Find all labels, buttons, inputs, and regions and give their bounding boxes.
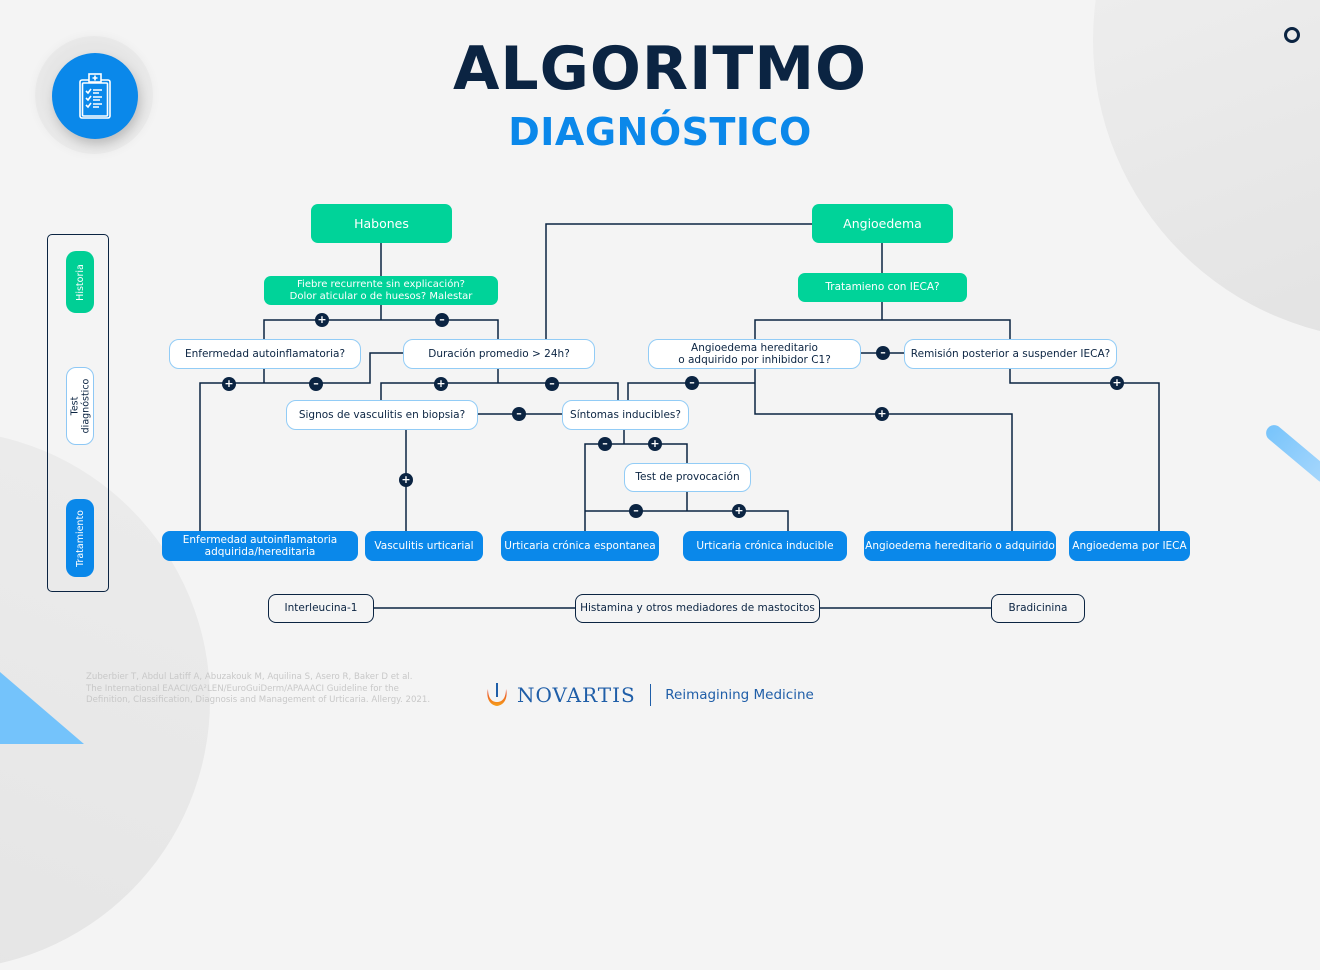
connector — [585, 491, 789, 532]
node-remision-question: Remisión posterior a suspender IECA? — [904, 339, 1117, 369]
brand-tagline: Reimagining Medicine — [665, 687, 814, 703]
decorative-ring-icon — [1284, 27, 1300, 43]
logo-divider — [649, 684, 652, 706]
legend-item-historia: Historia — [66, 251, 94, 313]
outcome-urticaria-espontanea: Urticaria crónica espontanea — [501, 531, 659, 561]
node-duracion-question: Duración promedio > 24h? — [403, 339, 595, 369]
citation-line: Zuberbier T, Abdul Latiff A, Abuzakouk M… — [86, 672, 413, 682]
minus-badge-icon: – — [685, 376, 699, 390]
outcome-autoinflamatoria: Enfermedad autoinflamatoria adquirida/he… — [162, 531, 358, 561]
connector — [545, 223, 812, 340]
plus-badge-icon: + — [875, 407, 889, 421]
novartis-logo: NOVARTIS Reimagining Medicine — [485, 681, 814, 709]
minus-badge-icon: – — [309, 377, 323, 391]
node-vasculitis-question: Signos de vasculitis en biopsia? — [286, 400, 478, 430]
minus-badge-icon: – — [512, 407, 526, 421]
minus-badge-icon: – — [545, 377, 559, 391]
minus-badge-icon: – — [598, 437, 612, 451]
minus-badge-icon: – — [435, 313, 449, 327]
brand-name: NOVARTIS — [517, 683, 636, 707]
node-autoinflamatoria-question: Enfermedad autoinflamatoria? — [169, 339, 361, 369]
minus-badge-icon: – — [876, 346, 890, 360]
citation-line: The International EAACI/GA²LEN/EuroGuiDe… — [86, 683, 399, 694]
legend-panel: Historia Test diagnóstico Tratamiento — [47, 234, 109, 592]
connector — [1009, 368, 1160, 532]
plus-badge-icon: + — [1110, 376, 1124, 390]
plus-badge-icon: + — [315, 313, 329, 327]
clipboard-checklist-icon — [52, 53, 138, 139]
node-test-provocacion: Test de provocación — [624, 463, 751, 492]
plus-badge-icon: + — [434, 377, 448, 391]
connector — [380, 368, 619, 400]
connector — [263, 304, 499, 340]
node-tratamiento-ieca: Tratamieno con IECA? — [798, 273, 967, 302]
mediator-bradicinina: Bradicinina — [991, 594, 1085, 623]
connector — [627, 368, 1013, 532]
outcome-vasculitis-urticarial: Vasculitis urticarial — [365, 531, 483, 561]
minus-badge-icon: – — [629, 504, 643, 518]
connector — [754, 302, 1011, 340]
node-fiebre: Fiebre recurrente sin explicación? Dolor… — [264, 276, 498, 305]
plus-badge-icon: + — [648, 437, 662, 451]
node-angioedema: Angioedema — [812, 204, 953, 243]
plus-badge-icon: + — [399, 473, 413, 487]
flame-logo-icon — [487, 683, 507, 706]
legend-item-test-diagnostico: Test diagnóstico — [66, 367, 94, 445]
mediator-interleucina: Interleucina-1 — [268, 594, 374, 623]
citation: Zuberbier T, Abdul Latiff A, Abuzakouk M… — [86, 672, 430, 707]
legend-item-tratamiento: Tratamiento — [66, 499, 94, 577]
citation-line: Definition, Classification, Diagnosis an… — [86, 695, 431, 705]
node-habones: Habones — [311, 204, 452, 243]
connector — [199, 352, 404, 532]
page-subtitle: DIAGNÓSTICO — [508, 110, 812, 154]
outcome-angioedema-ieca: Angioedema por IECA — [1069, 531, 1190, 561]
plus-badge-icon: + — [222, 377, 236, 391]
node-inducibles-question: Síntomas inducibles? — [562, 400, 689, 430]
node-hereditario-question: Angioedema hereditario o adquirido por i… — [648, 339, 861, 369]
outcome-angioedema-hereditario: Angioedema hereditario o adquirido — [864, 531, 1056, 561]
mediator-histamina: Histamina y otros mediadores de mastocit… — [575, 594, 820, 623]
plus-badge-icon: + — [732, 504, 746, 518]
connector-lines — [199, 223, 1160, 609]
connector — [584, 430, 688, 532]
outcome-urticaria-inducible: Urticaria crónica inducible — [683, 531, 847, 561]
page-title: ALGORITMO — [452, 34, 868, 104]
